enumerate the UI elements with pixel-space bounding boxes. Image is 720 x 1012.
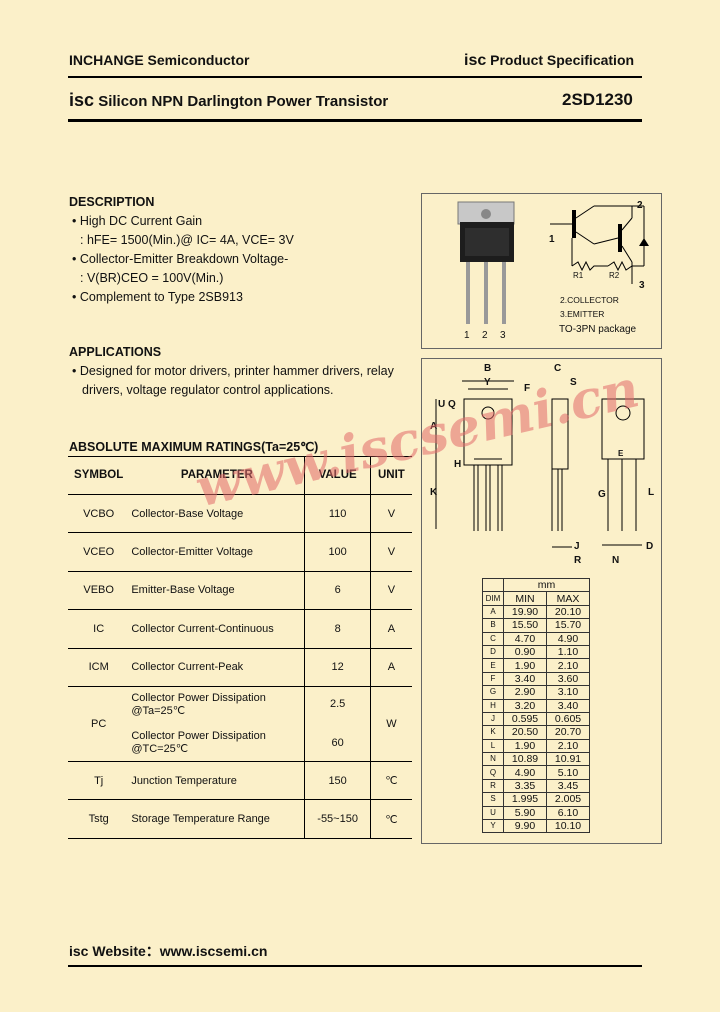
dim-label: N [612,555,620,566]
leg-label-2: 2 [482,330,488,341]
dim-label: U [438,399,446,410]
dim-label: K [430,487,438,498]
dim-label: Q [448,399,456,410]
col-unit: UNIT [369,456,412,495]
dim-header-row: mm [482,577,590,593]
ratings-heading: ABSOLUTE MAXIMUM RATINGS(Ta=25℃) [69,440,319,454]
footer-rule [68,965,642,967]
r2-label: R2 [609,271,620,280]
header-rule [68,76,642,78]
description-detail: : V(BR)CEO = 100V(Min.) [80,271,224,285]
company-name: INCHANGE Semiconductor [69,52,250,68]
spec-text: Product Specification [490,52,635,68]
description-detail: : hFE= 1500(Min.)@ IC= 4A, VCE= 3V [80,233,294,247]
dim-label: D [646,541,654,552]
note-collector: 2.COLLECTOR [560,295,619,305]
description-item: • Collector-Emitter Breakdown Voltage- [72,252,289,266]
description-heading: DESCRIPTION [69,195,155,209]
applications-heading: APPLICATIONS [69,345,162,359]
description-item: • High DC Current Gain [72,214,203,228]
dim-label: C [554,363,562,374]
transistor-photo [457,201,649,324]
dim-label: Y [484,377,491,388]
dim-label: E [618,449,624,458]
page-title: isc Silicon NPN Darlington Power Transis… [69,90,388,111]
leg-label-1: 1 [464,330,470,341]
footer-website: isc Website：www.iscsemi.cn [69,941,267,961]
leg-label-3: 3 [500,330,506,341]
note-emitter: 3.EMITTER [560,309,605,319]
title-prefix: isc [69,90,95,110]
dim-label: R [574,555,582,566]
footer-label: isc Website： [69,943,160,959]
dim-unit: mm [503,577,590,593]
col-symbol: SYMBOL [74,469,124,481]
part-number: 2SD1230 [562,90,633,109]
description-item: • Complement to Type 2SB913 [72,290,243,304]
dim-label: A [430,421,438,432]
table-row: PC Collector Power Dissipation @Ta=25℃ C… [68,685,412,762]
dim-label: B [484,363,492,374]
footer-url[interactable]: www.iscsemi.cn [159,943,268,959]
dim-label: S [570,377,577,388]
dim-label: L [648,487,655,498]
outline-drawing [435,380,645,548]
title-text: Silicon NPN Darlington Power Transistor [98,93,389,110]
pin-3-label: 3 [639,280,645,291]
dim-label: G [598,489,606,500]
r1-label: R1 [573,271,584,280]
spec-prefix: isc [464,52,487,69]
applications-text: • Designed for motor drivers, printer ha… [72,364,394,397]
col-value: VALUE [304,456,371,495]
pin-1-label: 1 [549,234,555,245]
spec-label: isc Product Specification [464,52,634,70]
description-list: • High DC Current Gain : hFE= 1500(Min.)… [72,212,294,307]
ratings-header-row: SYMBOL PARAMETER VALUE UNIT [68,456,412,495]
col-parameter: PARAMETER [180,469,253,481]
pin-2-label: 2 [637,200,643,211]
dim-label: F [524,383,531,394]
dim-label: H [454,459,462,470]
ratings-top-rule [68,456,412,457]
package-label: TO-3PN package [559,324,637,335]
dim-label: J [574,541,580,552]
package-photo-box: 1 2 3 1 2 3 R1 R2 2.COLLECTOR 3.EMITTER … [421,193,662,349]
title-rule [68,119,642,122]
